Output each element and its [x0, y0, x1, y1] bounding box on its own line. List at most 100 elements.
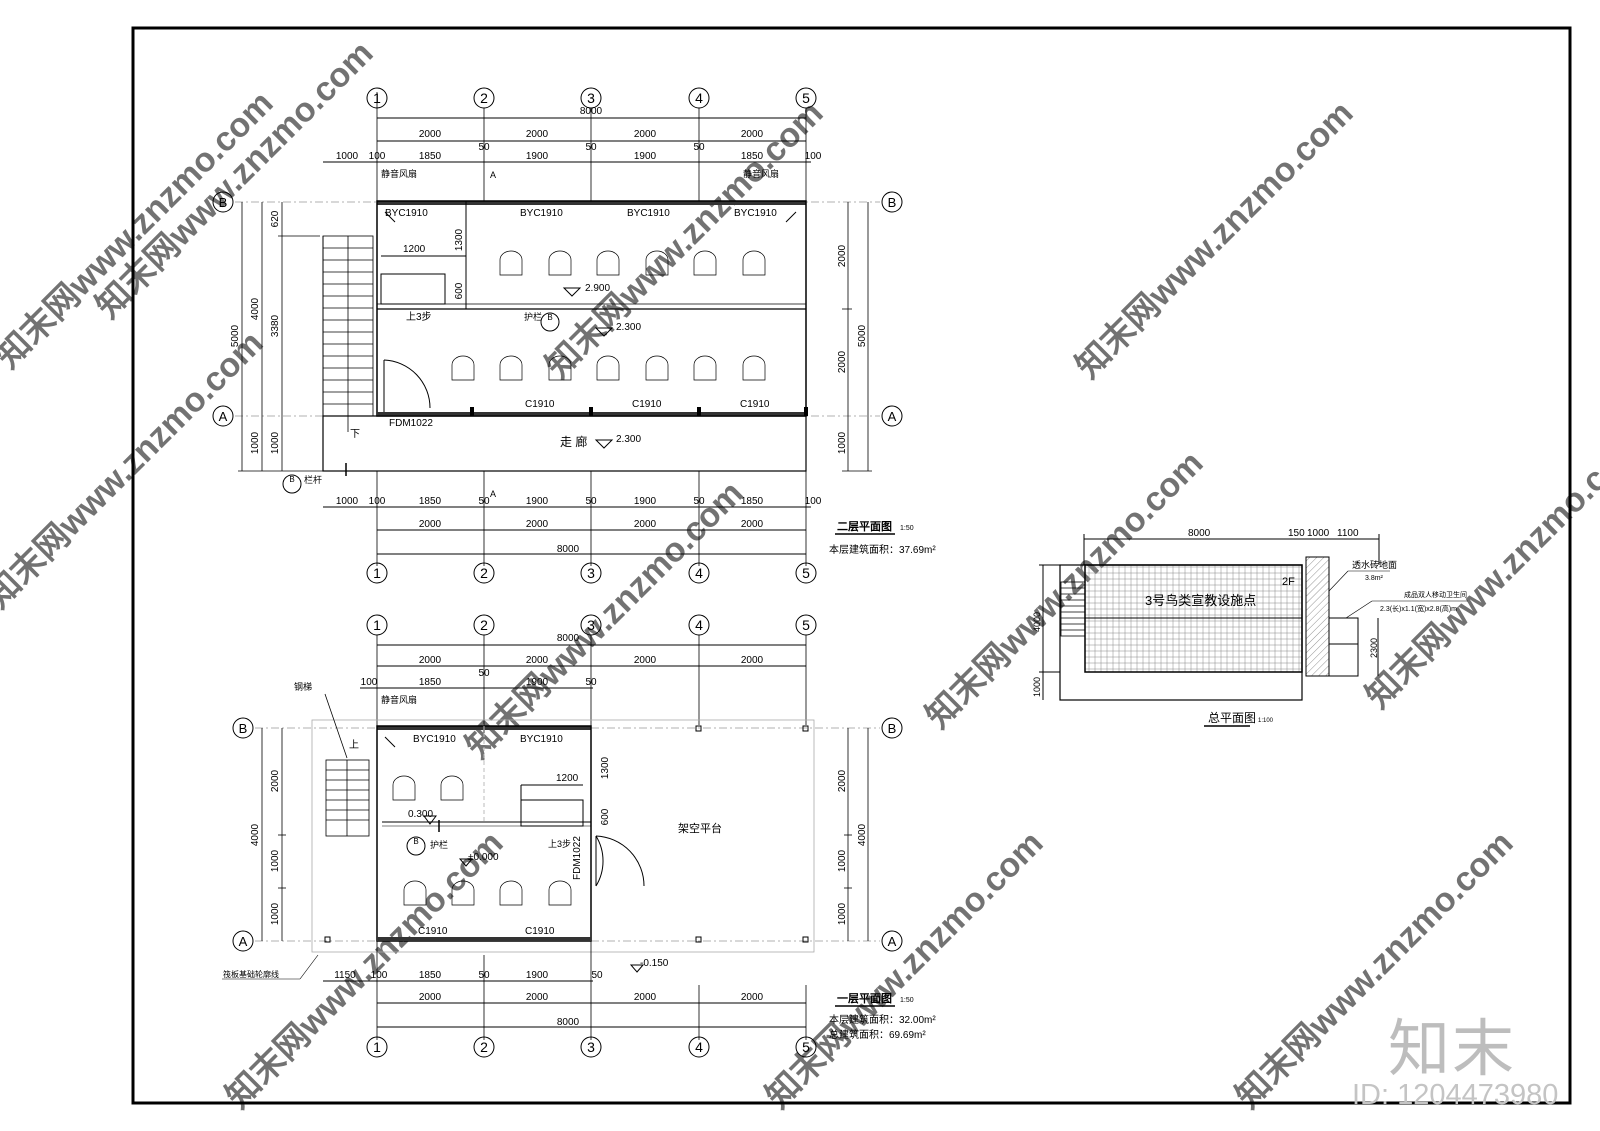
window-label: BYC1910	[385, 208, 428, 219]
site-scale: 1:100	[1258, 718, 1274, 724]
toilet-size-label: 2.3(长)x1.1(宽)x2.8(高)m	[1380, 604, 1457, 613]
dimension-text: 2000	[419, 519, 442, 530]
drawing-frame	[131, 26, 1572, 1105]
axis-label: 5	[802, 617, 810, 633]
dimension-text: 1900	[634, 151, 657, 162]
staircase	[322, 235, 374, 432]
plan-title: 二层平面图	[837, 520, 892, 533]
axis-label: 4	[695, 90, 703, 106]
section-mark: B	[547, 313, 552, 322]
dimension-text: 2000	[634, 992, 657, 1003]
dimension-text: 4000	[250, 297, 261, 320]
up-label: 上	[349, 739, 359, 751]
watermark-text: 知末网www.znzmo.com	[459, 474, 751, 766]
platform-label: 架空平台	[678, 821, 722, 835]
dimension-text: 2000	[419, 655, 442, 666]
dimension-text: 4000	[857, 823, 868, 846]
dimension-text: 1850	[741, 151, 764, 162]
axis-label: A	[239, 934, 248, 949]
dimension-text: 1000	[270, 849, 281, 872]
dimension-text: 1000	[270, 431, 281, 454]
axis-label: A	[888, 409, 897, 424]
guard-label: 护栏	[524, 311, 542, 322]
toilet-unit	[1328, 617, 1359, 645]
dimension-text: 100	[805, 496, 822, 507]
dimension-text: 2000	[741, 129, 764, 140]
axis-label: 2	[480, 565, 488, 581]
dimension-text: 2000	[741, 519, 764, 530]
door-label: FDM1022	[389, 418, 433, 429]
axis-label: 4	[695, 617, 703, 633]
axis-bubbles-top: 1 2 3 4 5	[366, 87, 817, 109]
section-mark: A	[490, 489, 496, 499]
down-label: 下	[350, 429, 360, 440]
chairs-lower	[451, 355, 766, 381]
dimension-text: 1850	[419, 151, 442, 162]
elevation-label: -0.150	[640, 958, 669, 969]
axis-label: 3	[587, 90, 595, 106]
railing-label: 栏杆	[304, 474, 322, 485]
dimension-text: 600	[454, 282, 465, 299]
axis-label: B	[219, 195, 228, 210]
axis-label: 1	[373, 617, 381, 633]
axis-label: 1	[373, 1039, 381, 1055]
dimension-text: 2000	[526, 519, 549, 530]
fan-label: 静音风扇	[381, 168, 417, 179]
elevation-label: 2.300	[616, 434, 641, 445]
section-mark: B	[413, 837, 418, 846]
section-mark: B	[289, 475, 294, 484]
dimension-text: 2000	[270, 769, 281, 792]
building-label: 3号鸟类宣教设施点	[1145, 593, 1256, 608]
axis-label: 1	[373, 565, 381, 581]
dimension-text: 1850	[419, 970, 442, 981]
dimension-text: 8000	[557, 633, 580, 644]
dimension-text: 2000	[526, 129, 549, 140]
dimension-text: 1850	[419, 677, 442, 688]
window-label: C1910	[418, 926, 448, 937]
dimension-text: 1850	[741, 496, 764, 507]
corridor-outline	[322, 415, 807, 472]
dimension-text: 100	[361, 677, 378, 688]
dimension-text: 2000	[634, 519, 657, 530]
watermark-text: 知末网www.znzmo.com	[1069, 94, 1361, 386]
axis-bubbles-bottom: 1 2 3 4 5	[366, 1036, 817, 1058]
dimension-text: 2000	[741, 655, 764, 666]
axis-label: B	[239, 721, 248, 736]
dimension-text: 2000	[837, 769, 848, 792]
dimension-text: 600	[600, 808, 611, 825]
dimension-text: 2000	[526, 992, 549, 1003]
axis-label: B	[888, 195, 897, 210]
fan-label: 静音风扇	[381, 694, 417, 705]
axis-label: 5	[802, 90, 810, 106]
dimension-text: 1300	[454, 228, 465, 251]
dimension-text: 2000	[741, 992, 764, 1003]
fan-label: 静音风扇	[743, 168, 779, 179]
axis-label: 5	[802, 1039, 810, 1055]
dimension-text: 2000	[837, 350, 848, 373]
window-label: BYC1910	[627, 208, 670, 219]
axis-label: 2	[480, 1039, 488, 1055]
dimension-text: 2000	[419, 129, 442, 140]
dimension-text: 1850	[419, 496, 442, 507]
dimension-text: 1000	[270, 902, 281, 925]
dimension-text: 2000	[837, 244, 848, 267]
dimension-text: 1000	[837, 849, 848, 872]
axis-label: 2	[480, 90, 488, 106]
axis-label: 5	[802, 565, 810, 581]
total-area-label: 总建筑面积：69.69m²	[829, 1028, 926, 1041]
dimension-text: 1900	[526, 970, 549, 981]
chairs	[392, 775, 572, 906]
dimension-text: 1200	[556, 773, 579, 784]
dimension-text: 3380	[270, 314, 281, 337]
dimension-text: 2000	[419, 992, 442, 1003]
toilet-unit	[1328, 643, 1359, 677]
paving-area	[1305, 556, 1330, 677]
foundation-outline	[311, 719, 815, 953]
dimension-text: 1000	[837, 902, 848, 925]
window-label: BYC1910	[520, 734, 563, 745]
dimension-text: 150	[1288, 528, 1305, 539]
dimension-text: 1000	[250, 431, 261, 454]
dimension-text: 8000	[557, 544, 580, 555]
elevation-label: 2.900	[585, 283, 610, 294]
axis-label: B	[888, 721, 897, 736]
